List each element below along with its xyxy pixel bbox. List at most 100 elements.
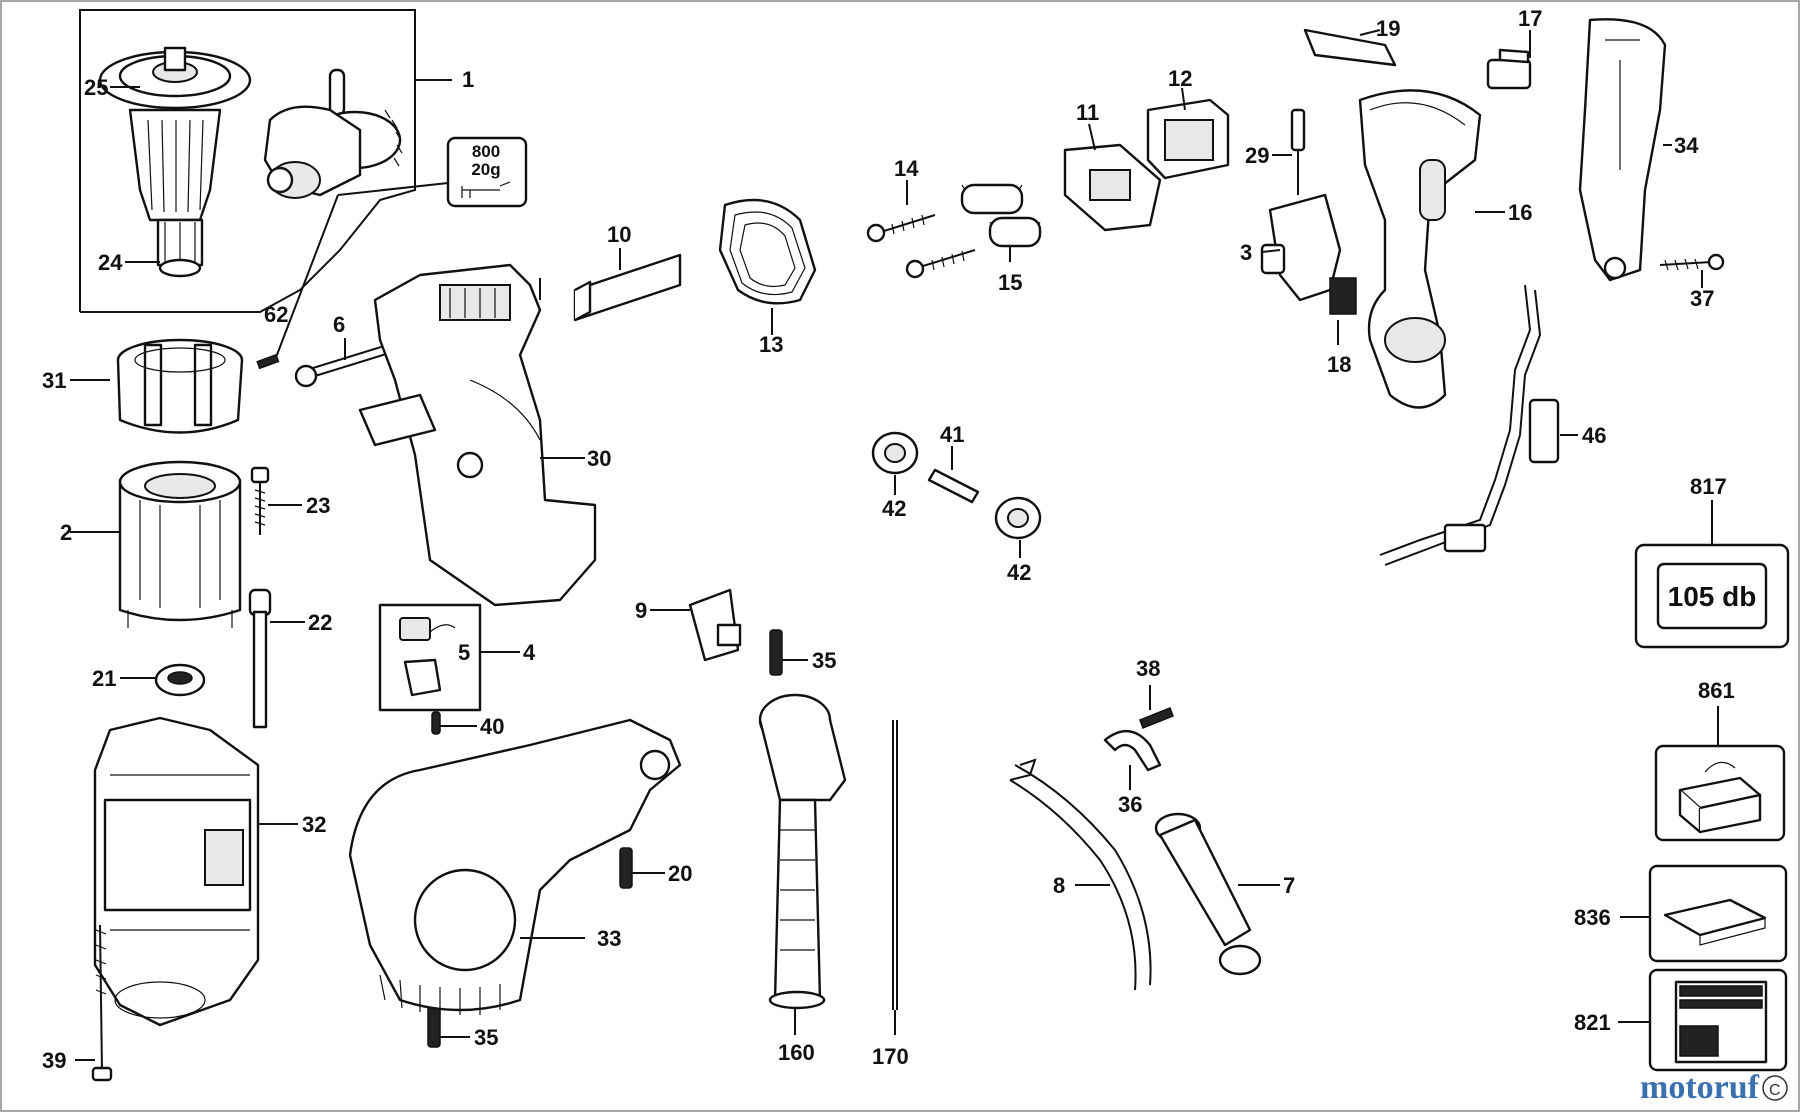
part-2-field [118, 460, 242, 628]
label-8: 8 [1053, 873, 1065, 898]
part-17-adapter [1486, 48, 1532, 90]
label-170: 170 [872, 1044, 909, 1069]
label-37: 37 [1690, 286, 1714, 311]
part-41-pin [927, 468, 980, 504]
label-36: 36 [1118, 792, 1142, 817]
part-42-bearing-b [994, 496, 1042, 540]
grease-amount: 800 [472, 142, 500, 161]
label-42a: 42 [882, 496, 906, 521]
part-3-switch [1260, 193, 1342, 302]
gear-assembly [263, 68, 403, 199]
part-6-rod [294, 337, 413, 388]
label-11: 11 [1076, 100, 1099, 125]
part-31-brush-ring [116, 338, 244, 434]
label-39: 39 [42, 1048, 66, 1073]
label-7: 7 [1283, 873, 1295, 898]
part-19-clip [1303, 28, 1397, 67]
label-817: 817 [1690, 474, 1727, 499]
armature-group-frame [79, 9, 452, 313]
part-32-motor-housing [93, 716, 260, 1027]
noise-value: 105 db [1668, 581, 1757, 612]
part-39-long-screw [91, 924, 113, 1082]
part-18-brush [1329, 277, 1357, 315]
part-35-screw-a [769, 629, 783, 676]
label-21: 21 [92, 666, 116, 691]
label-861: 861 [1698, 678, 1735, 703]
part-25-fan [98, 46, 252, 110]
label-6: 6 [333, 312, 345, 337]
label-34: 34 [1674, 133, 1699, 158]
label-15: 15 [998, 270, 1022, 295]
leader-lines [70, 29, 1703, 1061]
label-20: 20 [668, 861, 692, 886]
label-30: 30 [587, 446, 611, 471]
label-38: 38 [1136, 656, 1160, 681]
part-33-gear-case [348, 718, 682, 1015]
label-9: 9 [635, 598, 647, 623]
label-35a: 35 [812, 648, 836, 673]
part-10-tube [573, 253, 682, 322]
part-24-armature [125, 108, 222, 278]
label-42b: 42 [1007, 560, 1031, 585]
part-46-wiring [1379, 284, 1560, 566]
label-3: 3 [1240, 240, 1252, 265]
part-12-block [1146, 98, 1230, 180]
label-22: 22 [308, 610, 332, 635]
watermark-suffix: C [1769, 1082, 1781, 1099]
part-11-plate [1063, 143, 1162, 232]
label-12: 12 [1168, 66, 1192, 91]
label-32: 32 [302, 812, 326, 837]
part-62-screw [256, 353, 280, 370]
label-33: 33 [597, 926, 621, 951]
label-35b: 35 [474, 1025, 498, 1050]
grease-weight: 20g [471, 160, 500, 179]
part-20-screw [619, 847, 633, 889]
part-34-handle-cover [1578, 18, 1667, 282]
label-plate-821 [1618, 968, 1788, 1072]
part-29-pin [1290, 108, 1306, 195]
part-number-labels: 1 2 3 4 5 6 7 8 9 10 11 12 13 14 15 16 1… [42, 6, 1735, 1073]
label-14: 14 [894, 156, 919, 181]
part-42-bearing-a [871, 431, 919, 475]
part-38-screw [1139, 707, 1174, 729]
part-14-screws [866, 214, 976, 279]
part-4-kit-box [378, 603, 482, 712]
noise-label-box: 105 db [1634, 500, 1790, 649]
part-23-screw [250, 466, 270, 535]
label-821: 821 [1574, 1010, 1611, 1035]
label-160: 160 [778, 1040, 815, 1065]
part-15-springs [960, 183, 1042, 248]
part-16-handle [1358, 89, 1482, 409]
part-8-cord [1009, 758, 1152, 991]
part-36-clamp [1103, 730, 1162, 772]
label-23: 23 [306, 493, 330, 518]
kit-insert-836 [1620, 864, 1788, 963]
label-13: 13 [759, 332, 783, 357]
part-30-gear-housing [358, 263, 597, 607]
label-17: 17 [1518, 6, 1542, 31]
label-16: 16 [1508, 200, 1532, 225]
part-35-screw-b [427, 1004, 441, 1048]
label-40: 40 [480, 714, 504, 739]
label-10: 10 [607, 222, 631, 247]
label-31: 31 [42, 368, 66, 393]
label-4: 4 [523, 640, 536, 665]
label-41: 41 [940, 422, 964, 447]
label-836: 836 [1574, 905, 1611, 930]
part-21-bearing [154, 663, 206, 697]
label-5: 5 [458, 640, 470, 665]
label-46: 46 [1582, 423, 1606, 448]
label-18: 18 [1327, 352, 1351, 377]
label-25: 25 [84, 75, 108, 100]
grease-box: 800 20g [274, 136, 528, 361]
part-9-bracket [688, 588, 742, 662]
watermark-text: motoruf [1640, 1069, 1760, 1106]
label-1: 1 [462, 67, 474, 92]
watermark: motoruf C [1640, 1069, 1788, 1106]
part-13-boot [718, 198, 817, 305]
part-7-sleeve [1154, 812, 1262, 976]
label-24: 24 [98, 250, 123, 275]
part-160-side-handle [758, 693, 847, 1010]
